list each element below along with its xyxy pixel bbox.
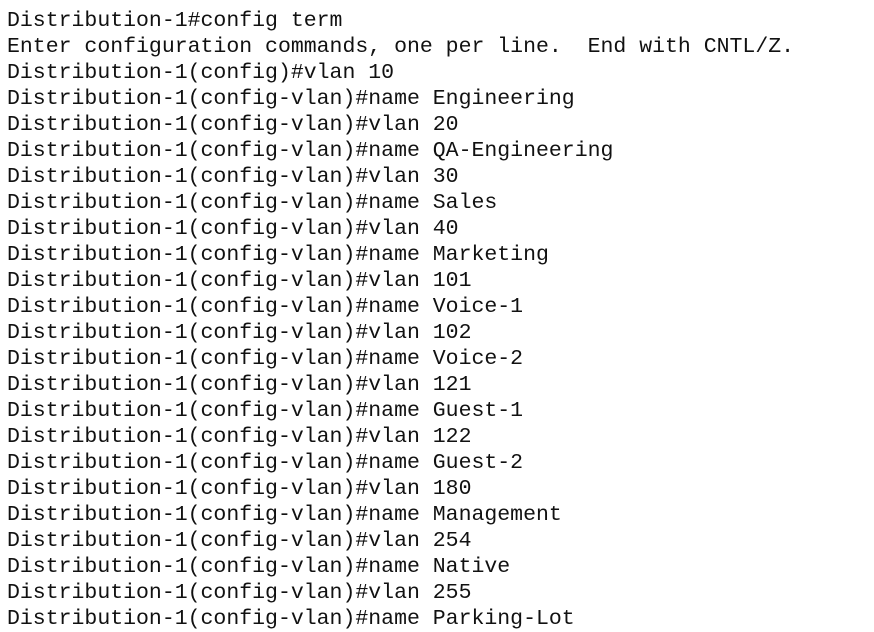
terminal-line: Distribution-1(config-vlan)#name Parking… [7,607,575,631]
terminal-line: Distribution-1(config-vlan)#vlan 20 [7,113,459,137]
terminal-line: Distribution-1(config-vlan)#name Guest-2 [7,451,524,475]
terminal-line: Distribution-1(config-vlan)#name Native [7,555,511,579]
terminal-line: Distribution-1(config-vlan)#vlan 180 [7,477,472,501]
terminal-line: Distribution-1(config-vlan)#vlan 122 [7,425,472,449]
terminal-line: Distribution-1(config-vlan)#name Guest-1 [7,399,524,423]
terminal-line: Distribution-1(config-vlan)#name Voice-1 [7,295,524,319]
terminal-line: Distribution-1(config-vlan)#vlan 30 [7,165,459,189]
terminal-line: Distribution-1(config-vlan)#name Sales [7,191,498,215]
terminal-line: Distribution-1(config-vlan)#vlan 101 [7,269,472,293]
terminal-line: Distribution-1(config-vlan)#name Marketi… [7,243,549,267]
terminal-line: Distribution-1(config-vlan)#name QA-Engi… [7,139,614,163]
terminal-line: Distribution-1(config-vlan)#vlan 102 [7,321,472,345]
terminal-line: Distribution-1(config)#vlan 10 [7,61,395,85]
terminal-line: Distribution-1(config-vlan)#vlan 255 [7,581,472,605]
terminal-line: Distribution-1#config term [7,9,343,33]
terminal-line: Distribution-1(config-vlan)#vlan 254 [7,529,472,553]
terminal-line: Enter configuration commands, one per li… [7,35,795,59]
terminal-line: Distribution-1(config-vlan)#name Voice-2 [7,347,524,371]
terminal-line: Distribution-1(config-vlan)#name Managem… [7,503,562,527]
terminal-line: Distribution-1(config-vlan)#name Enginee… [7,87,575,111]
terminal-line: Distribution-1(config-vlan)#vlan 121 [7,373,472,397]
terminal-line: Distribution-1(config-vlan)#vlan 40 [7,217,459,241]
